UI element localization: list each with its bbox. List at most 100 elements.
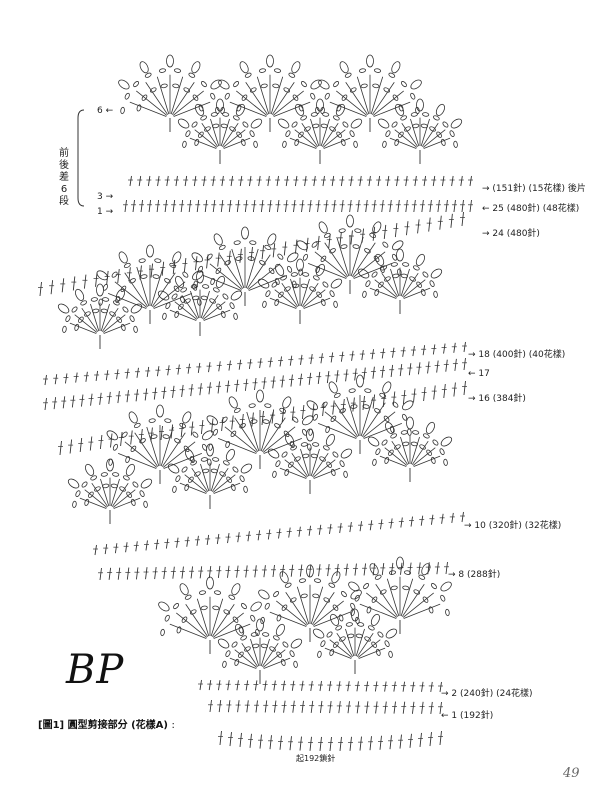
shell-motif — [298, 578, 307, 583]
shell-motif — [364, 248, 371, 254]
shell-motif — [350, 118, 363, 129]
stitch — [208, 382, 211, 395]
shell-motif — [231, 641, 238, 648]
shell-motif — [124, 441, 158, 468]
shell-motif — [369, 232, 377, 239]
shell-motif — [384, 640, 390, 648]
stitch — [239, 248, 242, 263]
stitch — [145, 540, 148, 551]
stitch — [89, 436, 93, 451]
shell-motif — [274, 289, 298, 308]
shell-motif — [181, 466, 188, 473]
stitch — [317, 235, 320, 250]
stitch — [299, 373, 302, 386]
stitch — [72, 276, 76, 291]
shell-motif — [287, 252, 299, 263]
shell-motif — [221, 416, 228, 423]
stitch — [301, 404, 305, 420]
shell-motif — [240, 138, 246, 146]
shell-motif — [400, 115, 408, 121]
stitch — [197, 362, 201, 373]
stitch — [212, 175, 215, 187]
shell-motif — [74, 323, 80, 331]
shell-motif — [302, 253, 309, 261]
stitch — [167, 365, 170, 376]
shell-motif — [277, 118, 290, 129]
shell-motif — [330, 468, 336, 476]
shell-motif — [381, 439, 388, 446]
shell-motif — [288, 72, 296, 78]
shell-motif — [191, 61, 201, 74]
shell-motif — [193, 280, 198, 288]
stitch — [237, 532, 240, 543]
shell-motif — [440, 594, 446, 602]
shell-motif — [246, 411, 260, 452]
shell-motif — [410, 436, 420, 465]
shell-motif — [222, 112, 230, 117]
shell-motif — [211, 604, 235, 637]
shell-motif — [312, 600, 344, 626]
shell-motif — [133, 325, 138, 333]
shell-motif — [203, 275, 242, 291]
shell-motif — [263, 438, 302, 454]
shell-motif — [212, 457, 220, 462]
shell-motif — [285, 592, 309, 625]
stitch — [228, 360, 231, 371]
stitch — [340, 351, 344, 362]
shell-motif — [390, 268, 400, 297]
shell-motif — [210, 277, 216, 285]
shell-motif — [103, 322, 131, 334]
shell-motif — [231, 248, 245, 289]
stitch — [393, 701, 396, 714]
stitch — [264, 700, 268, 713]
shell-motif — [358, 68, 367, 73]
label-row-10: → 10 (320針) (32花樣) — [464, 521, 562, 531]
stitch — [145, 567, 148, 580]
stitch — [217, 381, 221, 394]
shell-motif — [120, 323, 126, 331]
shell-motif — [191, 252, 203, 263]
shell-motif — [111, 482, 129, 507]
shell-motif — [372, 221, 382, 234]
shell-motif — [310, 112, 318, 117]
shell-motif — [202, 284, 210, 289]
shell-motif — [124, 272, 149, 307]
shell-motif — [202, 430, 214, 441]
stitch — [402, 389, 406, 405]
stitch — [217, 252, 220, 267]
shell-motif — [275, 263, 285, 276]
shell-motif — [250, 614, 256, 622]
shell-motif — [323, 232, 331, 239]
stitch — [430, 681, 433, 692]
stitch — [154, 566, 157, 580]
shell-motif — [262, 419, 270, 424]
page-number: 49 — [563, 766, 580, 781]
shell-motif — [325, 425, 331, 433]
stitch — [273, 700, 277, 713]
stitch — [132, 199, 135, 213]
stitch — [350, 175, 353, 187]
shell-motif — [425, 421, 435, 434]
stitch — [354, 563, 357, 576]
shell-motif — [256, 389, 264, 403]
stitch — [463, 357, 466, 371]
shell-motif — [125, 463, 135, 476]
shell-motif — [282, 140, 287, 148]
shell-motif — [400, 578, 414, 617]
shell-motif — [361, 402, 386, 437]
shell-motif — [224, 260, 231, 266]
shell-motif — [235, 623, 245, 636]
shell-motif — [200, 115, 208, 121]
shell-motif — [112, 300, 120, 306]
shell-motif — [184, 483, 190, 491]
stitch — [310, 354, 313, 365]
shell-motif — [312, 275, 320, 281]
stitch — [439, 701, 442, 715]
stitch — [405, 199, 408, 213]
shell-motif — [118, 453, 157, 469]
stitch — [282, 680, 286, 691]
shell-motif — [423, 137, 451, 149]
shell-motif — [260, 638, 270, 667]
stitch — [369, 520, 373, 531]
